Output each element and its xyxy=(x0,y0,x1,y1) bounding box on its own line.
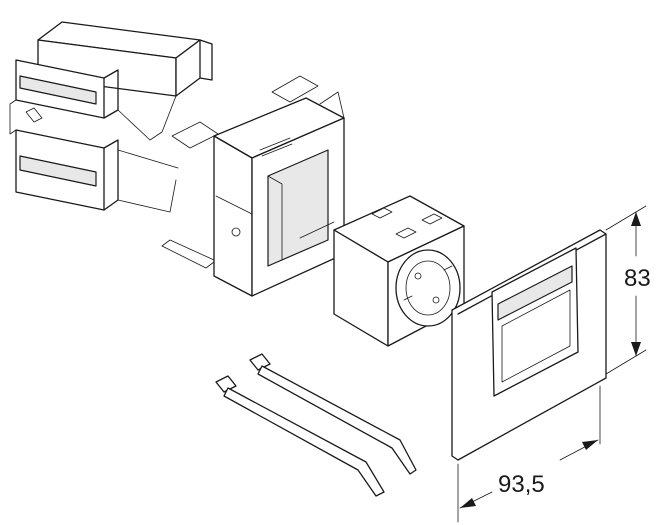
adapter-housing xyxy=(9,21,213,213)
width-label: 93,5 xyxy=(498,471,545,498)
socket-insert xyxy=(333,195,465,347)
height-label: 83 xyxy=(624,265,651,292)
width-dimension: 93,5 xyxy=(457,385,601,523)
mounting-frame xyxy=(161,75,345,297)
height-dimension: 83 xyxy=(605,205,651,375)
cover-plate xyxy=(451,229,607,461)
cable-ties xyxy=(215,353,417,497)
